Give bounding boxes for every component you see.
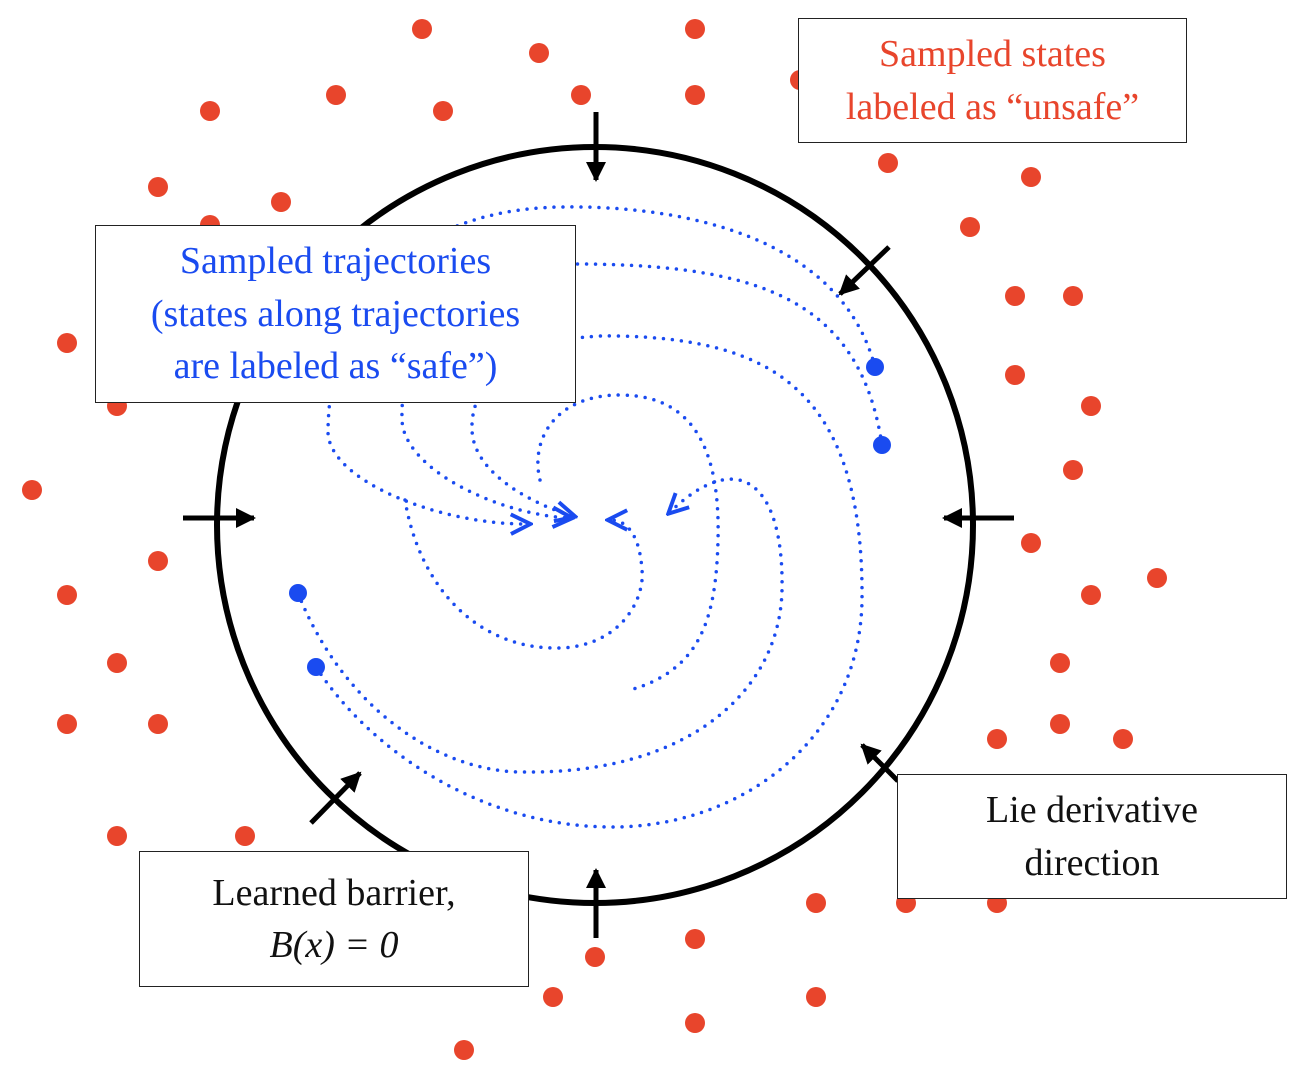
barrier-label-line1: Learned barrier,	[212, 871, 456, 914]
unsafe-point	[1081, 396, 1101, 416]
unsafe-point	[412, 19, 432, 39]
unsafe-label-line2: labeled as “unsafe”	[845, 85, 1140, 128]
unsafe-point	[878, 153, 898, 173]
unsafe-point	[148, 714, 168, 734]
unsafe-point	[22, 480, 42, 500]
unsafe-point	[235, 826, 255, 846]
unsafe-point	[454, 1040, 474, 1060]
unsafe-point	[107, 826, 127, 846]
trajectory-5	[403, 498, 644, 650]
unsafe-label-line1: Sampled states	[879, 33, 1106, 76]
unsafe-point	[1063, 460, 1083, 480]
unsafe-point	[543, 987, 563, 1007]
unsafe-point	[1063, 286, 1083, 306]
unsafe-point	[685, 1013, 705, 1033]
barrier-equation: B(x) = 0	[269, 924, 399, 966]
safe-point	[289, 584, 307, 602]
unsafe-label-box: Sampled states labeled as “unsafe”	[798, 18, 1187, 143]
trajectory-6	[536, 393, 720, 692]
unsafe-point	[685, 85, 705, 105]
unsafe-point	[200, 101, 220, 121]
lie-arrow-bottom-left	[309, 771, 362, 825]
unsafe-point	[806, 893, 826, 913]
unsafe-point	[806, 987, 826, 1007]
trajectory-3	[296, 477, 784, 774]
lie-arrow-bottom-right	[860, 743, 900, 783]
lie-derivative-arrows	[183, 112, 1014, 938]
lie-label-line1: Lie derivative	[985, 789, 1199, 832]
trajectory-2	[400, 262, 884, 518]
unsafe-point	[960, 217, 980, 237]
unsafe-point	[1113, 729, 1133, 749]
safe-point	[307, 658, 325, 676]
unsafe-point	[571, 85, 591, 105]
sampled-trajectories	[296, 205, 884, 829]
unsafe-point	[1021, 167, 1041, 187]
unsafe-point	[987, 729, 1007, 749]
unsafe-point	[148, 551, 168, 571]
barrier-label-box: Learned barrier, B(x) = 0	[139, 851, 529, 987]
trajectories-label-line3: are labeled as “safe”)	[173, 345, 498, 388]
unsafe-point	[433, 101, 453, 121]
unsafe-point	[1147, 568, 1167, 588]
trajectories-label-line2: (states along trajectories	[150, 292, 521, 335]
safe-start-points	[289, 358, 891, 676]
unsafe-point	[1005, 365, 1025, 385]
safe-point	[866, 358, 884, 376]
unsafe-point	[685, 19, 705, 39]
trajectory-4	[314, 334, 864, 829]
unsafe-point	[1081, 585, 1101, 605]
unsafe-point	[585, 947, 605, 967]
safe-point	[873, 436, 891, 454]
unsafe-point	[1005, 286, 1025, 306]
unsafe-point	[148, 177, 168, 197]
unsafe-point	[271, 192, 291, 212]
unsafe-sample-points	[22, 19, 1167, 1060]
unsafe-point	[529, 43, 549, 63]
unsafe-point	[1050, 714, 1070, 734]
unsafe-point	[1050, 653, 1070, 673]
unsafe-point	[685, 929, 705, 949]
unsafe-point	[107, 653, 127, 673]
unsafe-point	[57, 714, 77, 734]
lie-derivative-label-box: Lie derivative direction	[897, 774, 1287, 899]
unsafe-point	[57, 333, 77, 353]
unsafe-point	[57, 585, 77, 605]
trajectories-label-line1: Sampled trajectories	[179, 240, 492, 283]
unsafe-point	[1021, 533, 1041, 553]
lie-arrow-top-right	[838, 245, 891, 296]
unsafe-point	[326, 85, 346, 105]
trajectories-label-box: Sampled trajectories (states along traje…	[95, 225, 576, 403]
lie-label-line2: direction	[1024, 841, 1160, 884]
